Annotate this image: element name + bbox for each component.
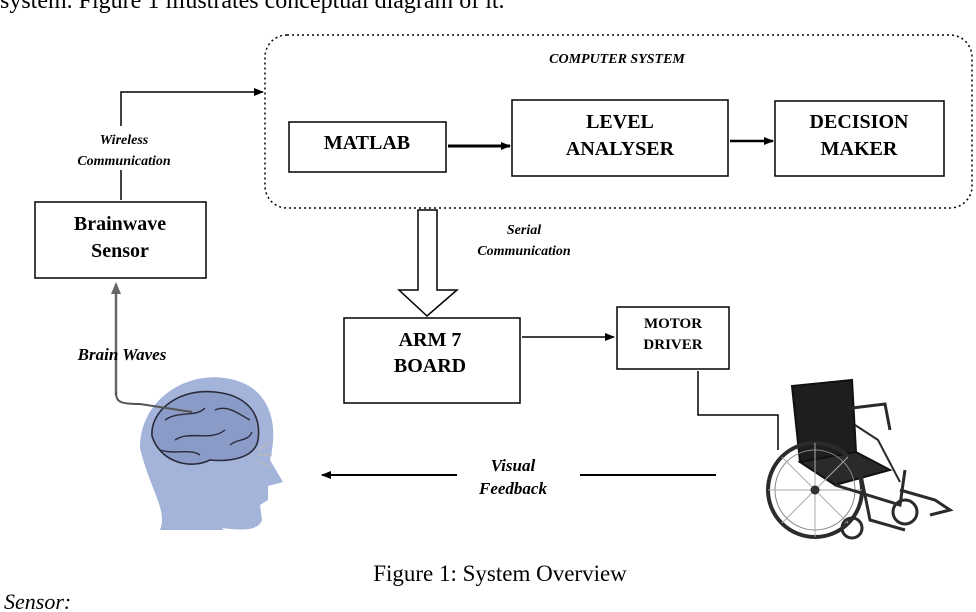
computer-system-label: COMPUTER SYSTEM [549, 52, 685, 67]
bottom-text-fragment: Sensor: [4, 589, 71, 612]
wheelchair-seat [797, 450, 893, 487]
wheelchair-armrest [851, 402, 892, 431]
arm7-board-box [343, 317, 521, 404]
serial-label-line2: Communication [477, 244, 571, 259]
figure-caption: Figure 1: System Overview [373, 561, 627, 586]
brainwave-sensor-box [34, 201, 207, 279]
computer-system-container [264, 34, 973, 209]
wheelchair-caster [840, 516, 864, 540]
arm7-board-line2: BOARD [394, 355, 466, 377]
motor-driver-line1: MOTOR [644, 316, 702, 332]
serial-label-line1: Serial [507, 223, 541, 238]
decision-maker-line2: MAKER [821, 138, 898, 160]
visual-feedback-line1: Visual [491, 456, 536, 475]
motor-to-wheelchair-line [697, 371, 779, 450]
visual-feedback-line2: Feedback [478, 479, 547, 498]
wireless-label-line2: Communication [77, 154, 171, 169]
motor-driver-box [616, 306, 730, 370]
brainwave-sensor-line1: Brainwave [74, 213, 166, 235]
human-head-illustration [140, 377, 283, 530]
motor-driver-line2: DRIVER [643, 337, 702, 353]
level-analyser-line1: LEVEL [586, 111, 654, 133]
matlab-box [288, 121, 447, 173]
brainwave-sensor-line2: Sensor [91, 240, 149, 262]
level-analyser-box [511, 99, 729, 177]
wheelchair-footrest [899, 488, 954, 517]
wheelchair-illustration [766, 378, 954, 540]
top-text-fragment: system. Figure 1 illustrates conceptual … [0, 0, 505, 14]
arm7-board-line1: ARM 7 [399, 329, 462, 351]
decision-maker-box [774, 100, 945, 177]
wheelchair-backrest [790, 378, 858, 464]
wheelchair-frame [834, 469, 907, 532]
level-analyser-line2: ANALYSER [566, 138, 675, 160]
matlab-label: MATLAB [324, 132, 410, 154]
brain-waves-label: Brain Waves [77, 345, 167, 364]
serial-communication-arrow [397, 209, 460, 318]
wireless-label-line1: Wireless [100, 133, 149, 148]
electrode-wire [115, 391, 193, 413]
decision-maker-line1: DECISION [810, 111, 909, 133]
wheelchair-front-wheel [891, 498, 919, 526]
